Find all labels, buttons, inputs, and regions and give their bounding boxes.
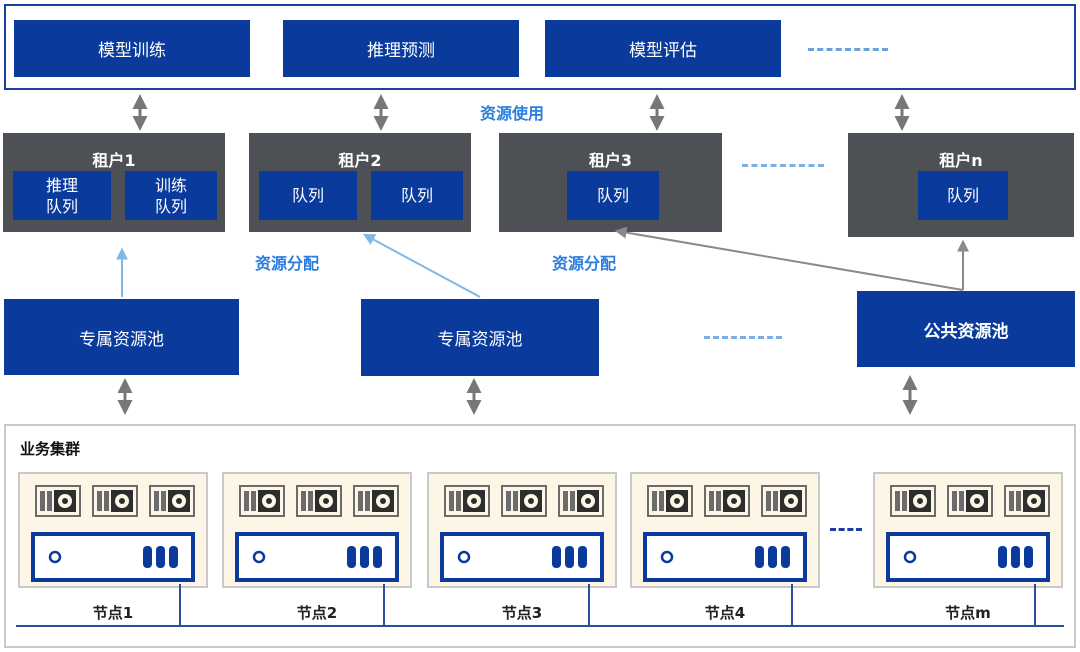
node-label: 节点3 xyxy=(501,604,543,622)
queue-inference: 推理 队列 xyxy=(13,171,111,220)
tenant-2: 租户2 队列 队列 xyxy=(249,133,471,232)
resource-allocation-label-2: 资源分配 xyxy=(552,254,617,273)
resource-usage-label: 资源使用 xyxy=(480,104,545,123)
ellipsis-dashes-tenants xyxy=(742,164,824,167)
node-label: 节点1 xyxy=(92,604,134,622)
node-label: 节点2 xyxy=(296,604,338,622)
tenant-3: 租户3 队列 xyxy=(499,133,722,232)
tenant-n: 租户n 队列 xyxy=(848,133,1074,237)
app-inference-prediction: 推理预测 xyxy=(283,20,519,77)
ellipsis-dashes-apps xyxy=(808,48,888,51)
tenant-title: 租户n xyxy=(939,151,983,170)
cluster-title: 业务集群 xyxy=(20,440,81,458)
tenant-title: 租户2 xyxy=(338,151,382,170)
app-model-evaluation: 模型评估 xyxy=(545,20,781,77)
dedicated-pool-2: 专属资源池 xyxy=(361,299,599,376)
tenant-title: 租户1 xyxy=(92,151,136,170)
dedicated-pool-1: 专属资源池 xyxy=(4,299,239,375)
app-model-training: 模型训练 xyxy=(14,20,250,77)
tenant-1: 租户1 推理 队列 训练 队列 xyxy=(3,133,225,232)
tenant-title: 租户3 xyxy=(588,151,633,170)
queue: 队列 xyxy=(371,171,463,220)
queue: 队列 xyxy=(567,171,659,220)
ellipsis-dashes-nodes xyxy=(830,528,862,531)
node-label: 节点m xyxy=(945,604,991,622)
queue: 队列 xyxy=(918,171,1008,220)
queue-training: 训练 队列 xyxy=(125,171,217,220)
resource-allocation-label-1: 资源分配 xyxy=(255,254,320,273)
node-label: 节点4 xyxy=(704,604,746,622)
ellipsis-dashes-pools xyxy=(704,336,782,339)
queue: 队列 xyxy=(259,171,357,220)
public-pool: 公共资源池 xyxy=(857,291,1075,367)
